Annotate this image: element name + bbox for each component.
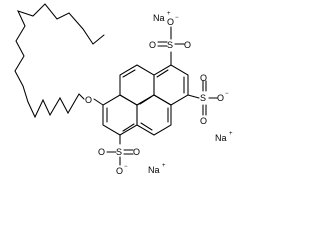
oxygen-label-right-up: O [200, 73, 207, 83]
minus-charge-right: − [225, 91, 229, 97]
plus-charge-2: + [229, 131, 233, 137]
pyrene-core [102, 64, 189, 136]
oxygen-label-top-left: O [149, 40, 156, 50]
sulfonate-bonds [106, 26, 218, 166]
hexadecyl-chain [14, 3, 105, 119]
chemical-structure: O S O − O O S O O O − S O O O − Na + Na … [14, 3, 233, 176]
oxygen-label-right-down: O [200, 116, 207, 126]
oxygen-label-right-anion: O [217, 93, 224, 103]
plus-charge-1: + [167, 11, 171, 17]
plus-charge-3: + [162, 163, 166, 169]
oxygen-label-bottom-anion: O [116, 166, 123, 176]
oxygen-label-bottom-left: O [98, 147, 105, 157]
ether-oxygen-label: O [85, 95, 92, 105]
sulfur-label-right: S [200, 93, 206, 103]
oxygen-label-top-anion: O [167, 17, 174, 27]
sulfur-label-bottom: S [116, 147, 122, 157]
sodium-label-2: Na [215, 133, 227, 143]
sodium-label-3: Na [148, 165, 160, 175]
ether-linkage [78, 93, 104, 106]
oxygen-label-top-right: O [184, 40, 191, 50]
minus-charge-bottom: − [124, 164, 128, 170]
sodium-label-1: Na [153, 13, 165, 23]
sulfur-label-top: S [167, 40, 173, 50]
structure-canvas: O S O − O O S O O O − S O O O − Na + Na … [14, 3, 233, 176]
oxygen-label-bottom-right: O [133, 147, 140, 157]
atom-labels: O S O − O O S O O O − S O O O − Na + Na … [85, 11, 233, 176]
minus-charge-top: − [175, 15, 179, 21]
